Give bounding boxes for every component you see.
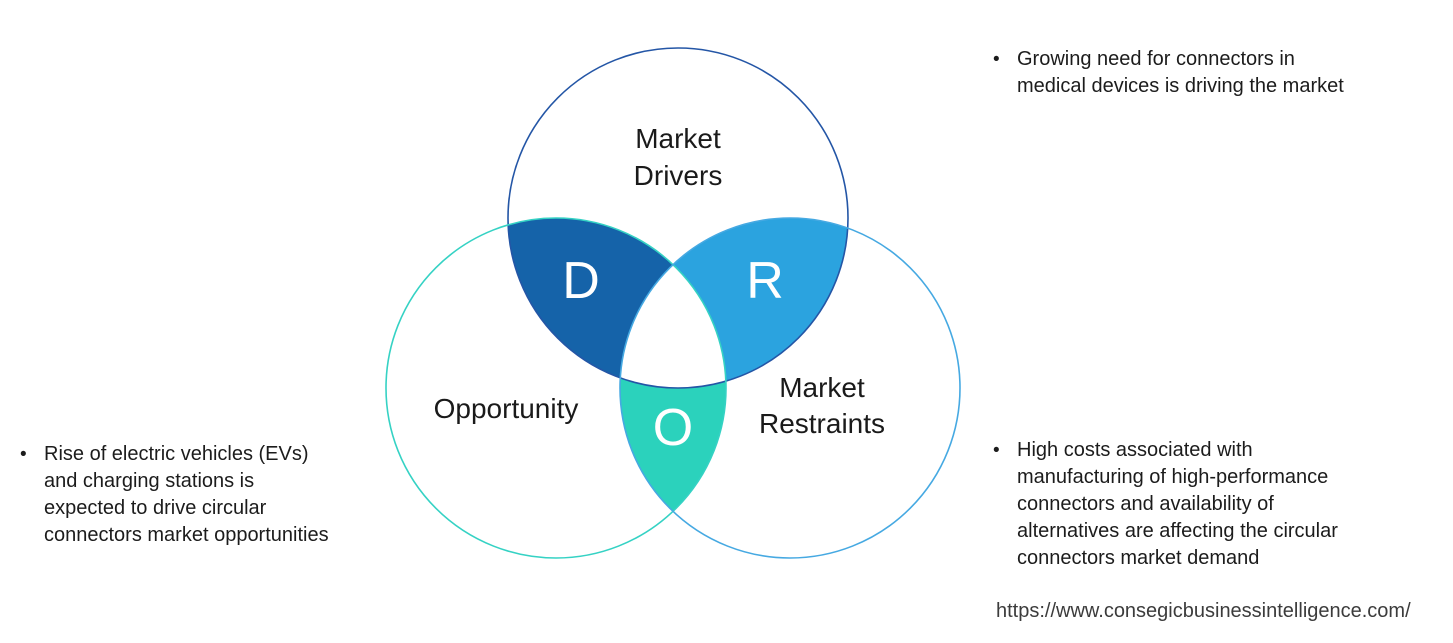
restraints-circle-label: Market Restraints [758, 372, 886, 439]
driver-note-text: Growing need for connectors in medical d… [1017, 48, 1344, 97]
drivers-circle-label: Market Drivers [633, 123, 723, 191]
bullet-icon: • [993, 49, 1000, 70]
opportunity-circle [385, 217, 727, 559]
driver-note: • Growing need for connectors in medical… [993, 46, 1433, 100]
opportunity-note-text: Rise of electric vehicles (EVs) and char… [44, 443, 329, 546]
opportunity-circle-label: Opportunity [433, 393, 579, 424]
bullet-icon: • [993, 440, 1000, 461]
r-overlap-region [620, 218, 848, 388]
letter-o: O [652, 399, 694, 457]
restraint-note: • High costs associated with manufacturi… [993, 437, 1433, 572]
letter-d: D [562, 252, 600, 310]
bullet-icon: • [20, 444, 27, 465]
opportunity-note: • Rise of electric vehicles (EVs) and ch… [20, 441, 420, 549]
d-overlap-region [508, 218, 726, 388]
restraint-note-text: High costs associated with manufacturing… [1017, 439, 1338, 569]
restraints-circle [619, 217, 961, 559]
drivers-circle [507, 47, 849, 389]
source-url: https://www.consegicbusinessintelligence… [996, 600, 1411, 622]
letter-r: R [746, 252, 784, 310]
